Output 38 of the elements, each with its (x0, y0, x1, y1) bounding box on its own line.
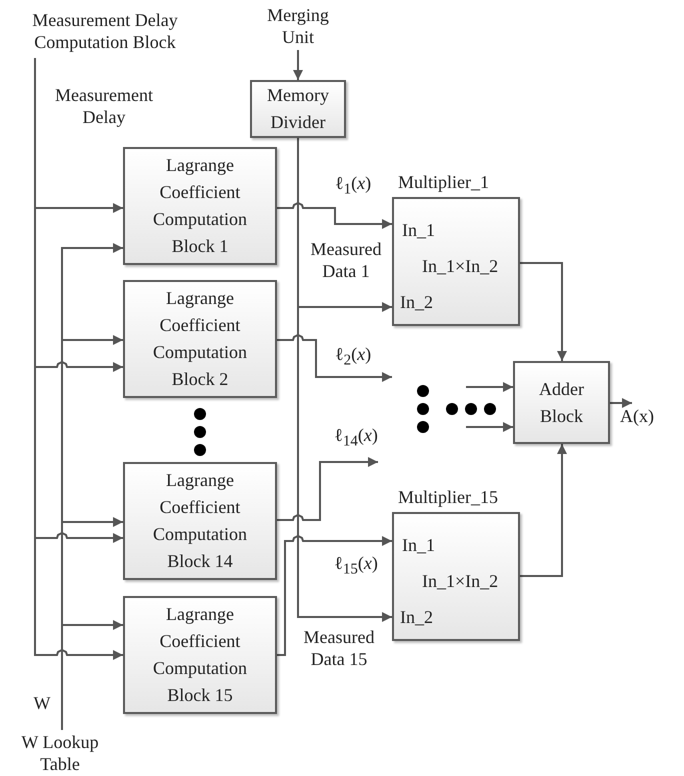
signal-label: Measurement Delay (54, 84, 154, 128)
arrow (277, 534, 392, 656)
signal-label: W Lookup Table (20, 731, 100, 775)
arrow (293, 50, 303, 80)
signal-label: W (32, 692, 52, 714)
arrow (520, 444, 567, 577)
port-label: In_1 (402, 534, 435, 556)
signal-label: Measurement Delay Computation Block (31, 9, 179, 53)
port-label: In_1×In_2 (422, 570, 498, 592)
block-label: Lagrange Coefficient Computation Block 14 (152, 469, 248, 573)
process-box (123, 462, 277, 580)
arrow (277, 457, 378, 521)
process-box (123, 147, 277, 265)
port-label: In_2 (400, 606, 433, 628)
signal-label: Merging Unit (266, 4, 330, 48)
process-box (513, 361, 610, 444)
block-label: Lagrange Coefficient Computation Block 1 (152, 154, 248, 258)
arrow (277, 334, 392, 382)
arrow (34, 58, 123, 660)
arrow (61, 620, 123, 730)
port-label: In_1×In_2 (422, 255, 498, 277)
arrow (610, 398, 632, 408)
block-label: Memory Divider (266, 84, 330, 134)
process-box (250, 80, 346, 138)
signal-label: A(x) (620, 405, 654, 427)
arrow (466, 422, 513, 432)
port-label: In_1 (402, 219, 435, 241)
block-label: Lagrange Coefficient Computation Block 2 (152, 287, 248, 391)
arrow (520, 262, 567, 361)
process-box (123, 280, 277, 398)
block-label: Lagrange Coefficient Computation Block 15 (152, 603, 248, 707)
arrow (277, 202, 392, 229)
port-label: In_2 (400, 291, 433, 313)
block-heading: Multiplier_1 (398, 171, 489, 193)
process-box (123, 596, 277, 714)
arrow (466, 382, 513, 392)
block-label: Adder Block (538, 378, 585, 428)
block-heading: Multiplier_15 (398, 486, 498, 508)
